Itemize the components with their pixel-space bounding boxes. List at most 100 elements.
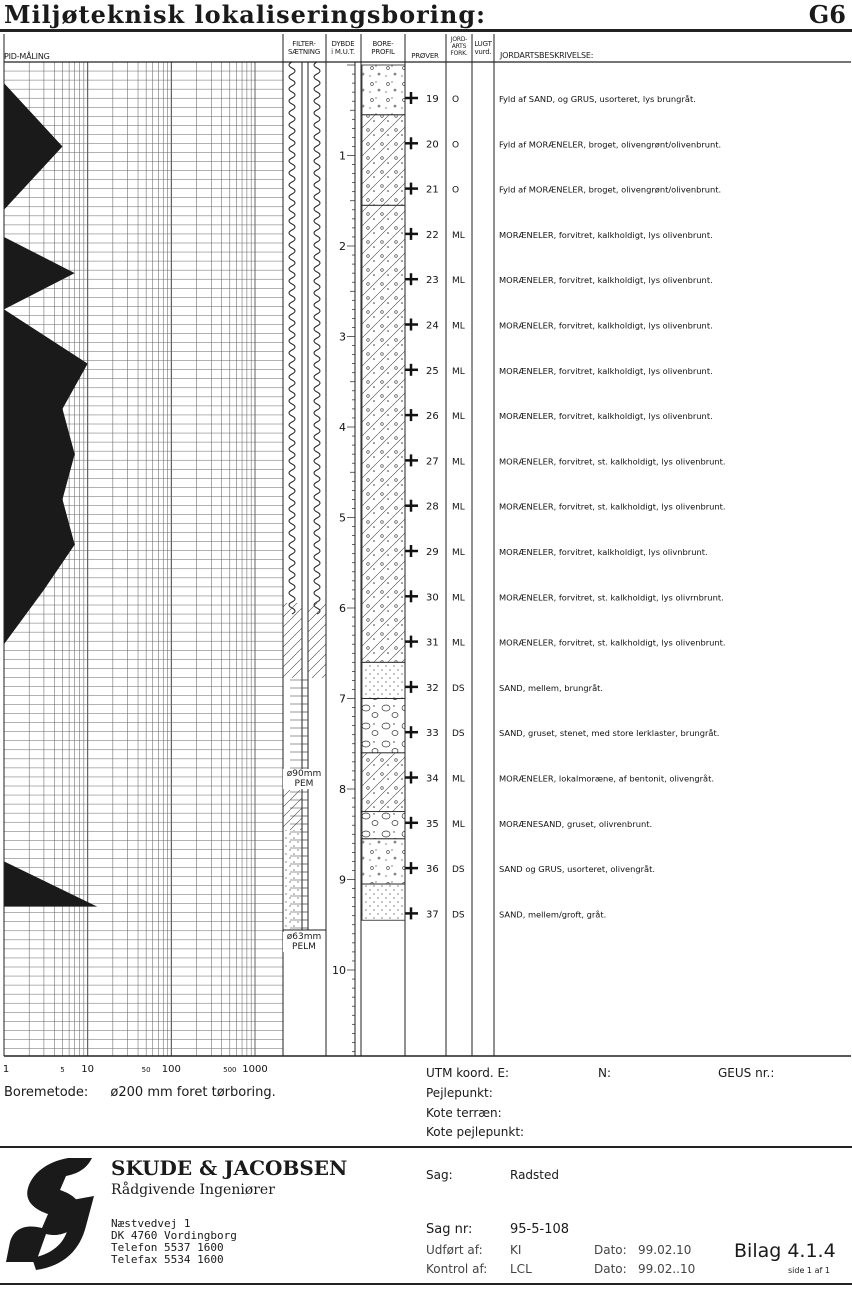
depth-label: 9 bbox=[339, 874, 346, 887]
pid-axis-label: 1000 bbox=[242, 1064, 267, 1075]
depth-label: 5 bbox=[339, 512, 346, 525]
soil-layer bbox=[361, 883, 406, 921]
soil-layer bbox=[361, 204, 406, 663]
sample-number: 22 bbox=[426, 230, 439, 241]
soil-layer bbox=[361, 661, 406, 699]
header-soil-line3: FORK. bbox=[450, 50, 468, 57]
header-pid: PID-MÅLING bbox=[4, 52, 50, 61]
soil-code: ML bbox=[452, 820, 465, 830]
soil-description: SAND, mellem, brungråt. bbox=[499, 683, 603, 693]
soil-description: MORÆNELER, forvitret, kalkholdigt, lys o… bbox=[499, 321, 713, 331]
sample-number: 23 bbox=[426, 275, 439, 286]
depth-label: 6 bbox=[339, 602, 346, 615]
soil-description: SAND, gruset, stenet, med store lerklast… bbox=[499, 728, 719, 738]
address-line: Næstvedvej 1 bbox=[111, 1217, 191, 1230]
pid-axis-label: 500 bbox=[223, 1066, 236, 1074]
depth-label: 8 bbox=[339, 783, 346, 796]
soil-description: MORÆNELER, forvitret, st. kalkholdigt, l… bbox=[499, 456, 726, 466]
filter-note-upper-line1: ø90mm bbox=[286, 769, 322, 779]
company-name: SKUDE & JACOBSEN bbox=[111, 1156, 348, 1180]
sample-number: 24 bbox=[426, 321, 439, 332]
sample-number: 20 bbox=[426, 139, 439, 150]
pid-profile-shape bbox=[4, 65, 98, 907]
soil-description: SAND, mellem/groft, gråt. bbox=[499, 909, 606, 919]
sample-number: 32 bbox=[426, 683, 439, 694]
soil-description: Fyld af SAND, og GRUS, usorteret, lys br… bbox=[499, 94, 696, 104]
header-soil: JORD- ARTS FORK. bbox=[446, 36, 472, 57]
header-smell: LUGT vurd. bbox=[472, 40, 494, 56]
company-address: Næstvedvej 1 DK 4760 Vordingborg Telefon… bbox=[111, 1218, 237, 1266]
soil-layer bbox=[361, 114, 406, 206]
boremetode-label: Boremetode: bbox=[4, 1085, 89, 1100]
boring-id: G6 bbox=[808, 0, 846, 29]
soil-description: MORÆNESAND, gruset, olivrenbrunt. bbox=[499, 819, 652, 829]
sample-number: 26 bbox=[426, 411, 439, 422]
soil-code: DS bbox=[452, 865, 465, 875]
soil-description: MORÆNELER, forvitret, kalkholdigt, lys o… bbox=[499, 547, 708, 557]
header-samples: PRØVER bbox=[411, 52, 439, 60]
sample-number: 25 bbox=[426, 366, 439, 377]
sag-label: Sag: bbox=[426, 1168, 453, 1182]
filter-note-lower: ø63mm PELM bbox=[283, 932, 325, 952]
soil-code: ML bbox=[452, 775, 465, 785]
pejlepunkt-label: Pejlepunkt: bbox=[426, 1086, 493, 1100]
udfort-value: KI bbox=[510, 1243, 522, 1257]
soil-description: MORÆNELER, forvitret, kalkholdigt, lys o… bbox=[499, 366, 713, 376]
seal-hatch bbox=[308, 603, 326, 678]
sample-number: 35 bbox=[426, 819, 439, 830]
filter-note-lower-line1: ø63mm bbox=[286, 932, 322, 942]
soil-code: ML bbox=[452, 412, 465, 422]
pid-axis-label: 1 bbox=[3, 1064, 9, 1075]
sample-number: 36 bbox=[426, 864, 439, 875]
soil-description: MORÆNELER, forvitret, kalkholdigt, lys o… bbox=[499, 275, 713, 285]
soil-code: O bbox=[452, 95, 459, 105]
filter-note-upper-line2: PEM bbox=[294, 779, 314, 789]
soil-description: Fyld af MORÆNELER, broget, olivengrønt/o… bbox=[499, 185, 721, 195]
depth-label: 3 bbox=[339, 331, 346, 344]
pid-axis-label: 5 bbox=[60, 1066, 64, 1074]
boremetode-value: ø200 mm foret tørboring. bbox=[110, 1085, 276, 1100]
pid-axis-label: 50 bbox=[142, 1066, 151, 1074]
depth-label: 10 bbox=[332, 964, 346, 977]
soil-code: ML bbox=[452, 231, 465, 241]
bilag-number: Bilag 4.1.4 bbox=[734, 1240, 836, 1262]
soil-layer bbox=[361, 752, 406, 813]
soil-code: DS bbox=[452, 684, 465, 694]
depth-label: 4 bbox=[339, 421, 346, 434]
sample-number: 33 bbox=[426, 728, 439, 739]
header-depth-line2: i M.U.T. bbox=[331, 48, 355, 56]
soil-code: ML bbox=[452, 593, 465, 603]
company-logo bbox=[6, 1158, 94, 1270]
soil-layer bbox=[361, 64, 406, 116]
header-depth-line1: DYBDE bbox=[331, 40, 355, 48]
soil-code: ML bbox=[452, 322, 465, 332]
sample-number: 21 bbox=[426, 185, 439, 196]
filter-note-lower-line2: PELM bbox=[292, 942, 316, 952]
soil-code: O bbox=[452, 140, 459, 150]
soil-layer bbox=[361, 698, 406, 754]
soil-description: MORÆNELER, forvitret, st. kalkholdigt, l… bbox=[499, 638, 726, 648]
header-profile-line1: BORE- bbox=[372, 40, 394, 48]
header-description: JORDARTSBESKRIVELSE: bbox=[500, 51, 594, 60]
address-line: Telefax 5534 1600 bbox=[111, 1253, 224, 1266]
sample-number: 27 bbox=[426, 456, 439, 467]
geus-label: GEUS nr.: bbox=[718, 1066, 775, 1080]
kote-terraen-label: Kote terræn: bbox=[426, 1106, 502, 1120]
address-line: DK 4760 Vordingborg bbox=[111, 1229, 237, 1242]
udfort-label: Udført af: bbox=[426, 1243, 483, 1257]
sagnr-value: 95-5-108 bbox=[510, 1222, 570, 1237]
soil-code: DS bbox=[452, 910, 465, 920]
header-soil-line1: JORD- bbox=[450, 36, 468, 43]
header-profile: BORE- PROFIL bbox=[361, 40, 405, 56]
soil-description: SAND og GRUS, usorteret, olivengråt. bbox=[499, 864, 655, 874]
dato1-label: Dato: bbox=[594, 1243, 627, 1257]
boremetode: Boremetode: ø200 mm foret tørboring. bbox=[4, 1085, 276, 1100]
document-title: Miljøteknisk lokaliseringsboring: bbox=[4, 0, 487, 29]
sag-value: Radsted bbox=[510, 1168, 560, 1182]
soil-code: ML bbox=[452, 457, 465, 467]
soil-description: Fyld af MORÆNELER, broget, olivengrønt/o… bbox=[499, 139, 721, 149]
header-depth: DYBDE i M.U.T. bbox=[326, 40, 360, 56]
filter-wave bbox=[313, 61, 321, 615]
address-line: Telefon 5537 1600 bbox=[111, 1241, 224, 1254]
